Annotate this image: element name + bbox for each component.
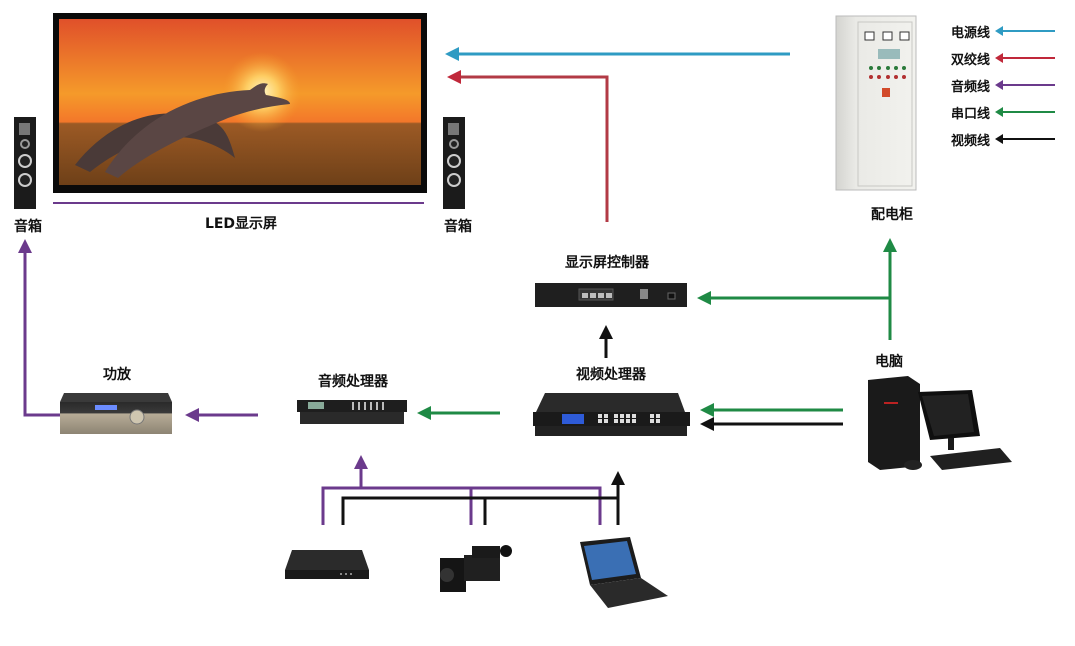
amplifier-image: [60, 393, 172, 434]
arrow-left-icon: [995, 134, 1055, 144]
legend-label: 音频线: [951, 79, 991, 95]
legend-item-audio: 音频线: [951, 76, 1055, 95]
led-screen-label: LED显示屏: [204, 216, 278, 232]
legend-label: 电源线: [951, 25, 991, 41]
power-cabinet-label: 配电柜: [871, 207, 913, 223]
legend-label: 双绞线: [951, 52, 991, 68]
legend-label: 串口线: [951, 106, 991, 122]
arrow-left-icon: [995, 53, 1055, 63]
laptop-image: [580, 537, 668, 608]
speaker-left-image: [14, 117, 36, 209]
computer-label: 电脑: [875, 354, 903, 370]
camcorder-image: [440, 545, 512, 592]
dvd-player-image: [285, 550, 369, 579]
audio-processor-image: [297, 400, 407, 424]
arrow-left-icon: [995, 26, 1055, 36]
power-cabinet-image: [835, 15, 917, 191]
legend-label: 视频线: [951, 133, 991, 149]
legend-item-power: 电源线: [951, 22, 1055, 41]
audio-processor-label: 音频处理器: [318, 374, 388, 390]
screen-controller-image: [535, 283, 687, 307]
video-processor-label: 视频处理器: [576, 367, 646, 383]
speaker-right-label: 音箱: [444, 219, 472, 235]
computer-image: [868, 376, 1012, 470]
led-screen: [53, 13, 427, 193]
screen-controller-label: 显示屏控制器: [565, 255, 649, 271]
legend-item-serial: 串口线: [951, 103, 1055, 122]
speaker-right-image: [443, 117, 465, 209]
legend-item-twisted-pair: 双绞线: [951, 49, 1055, 68]
legend-item-video: 视频线: [951, 130, 1055, 149]
video-processor-image: [533, 393, 690, 436]
arrow-left-icon: [995, 107, 1055, 117]
speaker-left-label: 音箱: [14, 219, 42, 235]
arrow-left-icon: [995, 80, 1055, 90]
amplifier-label: 功放: [103, 367, 131, 383]
